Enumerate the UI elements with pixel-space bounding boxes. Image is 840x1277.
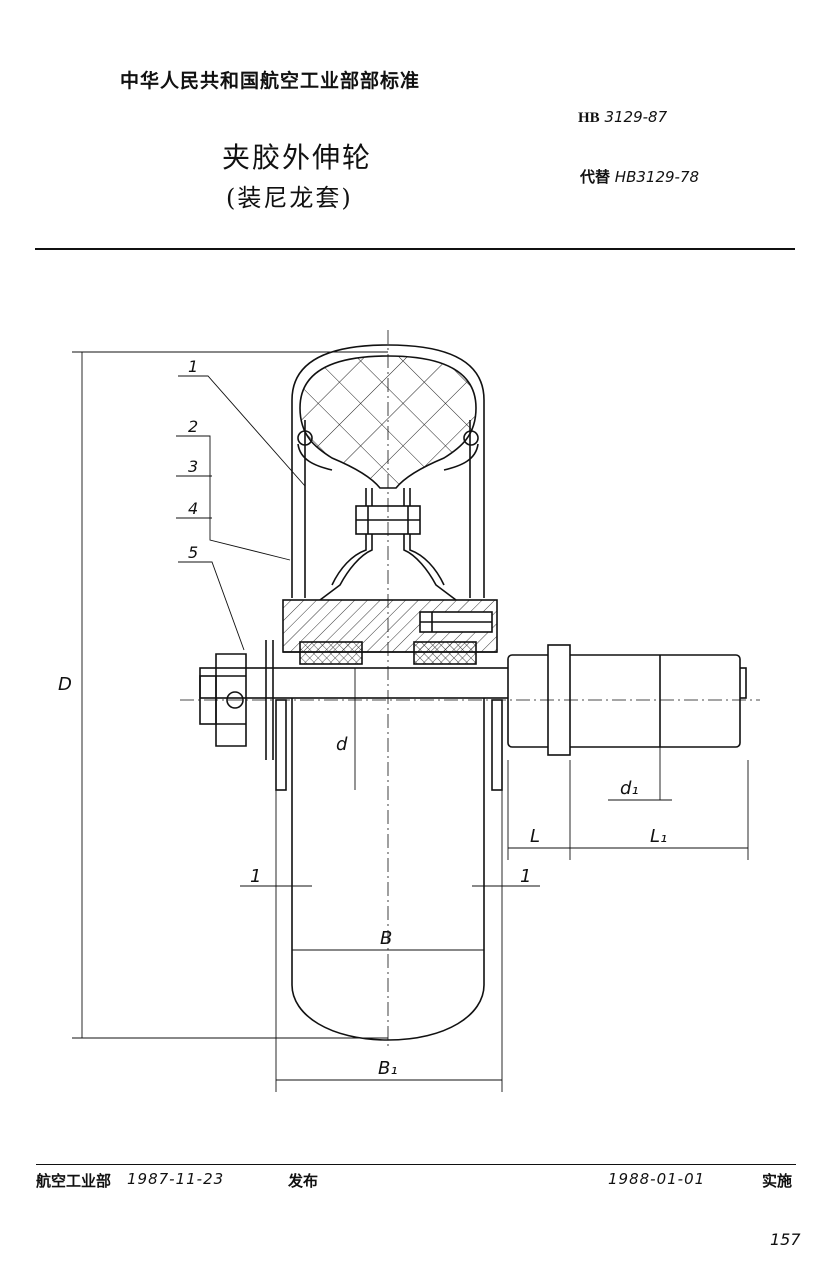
page-number: 157 [770,1230,801,1249]
dim-L1: L₁ [650,826,667,847]
part-label-4: 4 [188,499,198,518]
dim-d: d [336,734,348,755]
dim-B1: B₁ [378,1058,398,1079]
dim-gap-right: 1 [520,866,531,887]
footer-issuer: 航空工业部 [36,1172,112,1190]
standard-prefix: HB [578,110,600,126]
dim-D: D [58,674,72,695]
document-title: 夹胶外伸轮 [222,141,373,174]
part-label-1: 1 [188,357,198,376]
replaces-standard: 代替 HB3129-78 [580,166,699,187]
nylon-sleeve-left [299,641,363,665]
footer-issue-label: 发布 [288,1172,319,1190]
wheel-technical-drawing: 1 2 3 4 5 D d d₁ L L₁ 1 1 B B₁ [58,330,760,1092]
replaces-label: 代替 [580,168,611,186]
replaces-number: HB3129-78 [614,168,700,186]
issuing-organization: 中华人民共和国航空工业部部标准 [120,70,421,92]
extended-shaft [507,654,741,748]
part-label-2: 2 [188,417,198,436]
dim-d1: d₁ [620,778,639,799]
dim-gap-left: 1 [250,866,261,887]
nylon-sleeve-right [413,641,477,665]
standard-number: HB 3129-87 [578,108,667,127]
header-divider [35,248,795,250]
footer-divider [36,1164,796,1165]
footer-effective-label: 实施 [762,1172,793,1190]
document-subtitle: (装尼龙套) [226,184,353,212]
dim-B: B [380,928,392,949]
wheel-disc [319,488,457,601]
standard-code: 3129-87 [604,108,668,126]
part-label-3: 3 [188,457,198,476]
footer-effective-date: 1988-01-01 [608,1170,706,1188]
dim-L: L [530,826,540,847]
part-label-5: 5 [188,543,198,562]
footer-issue-date: 1987-11-23 [127,1170,225,1188]
